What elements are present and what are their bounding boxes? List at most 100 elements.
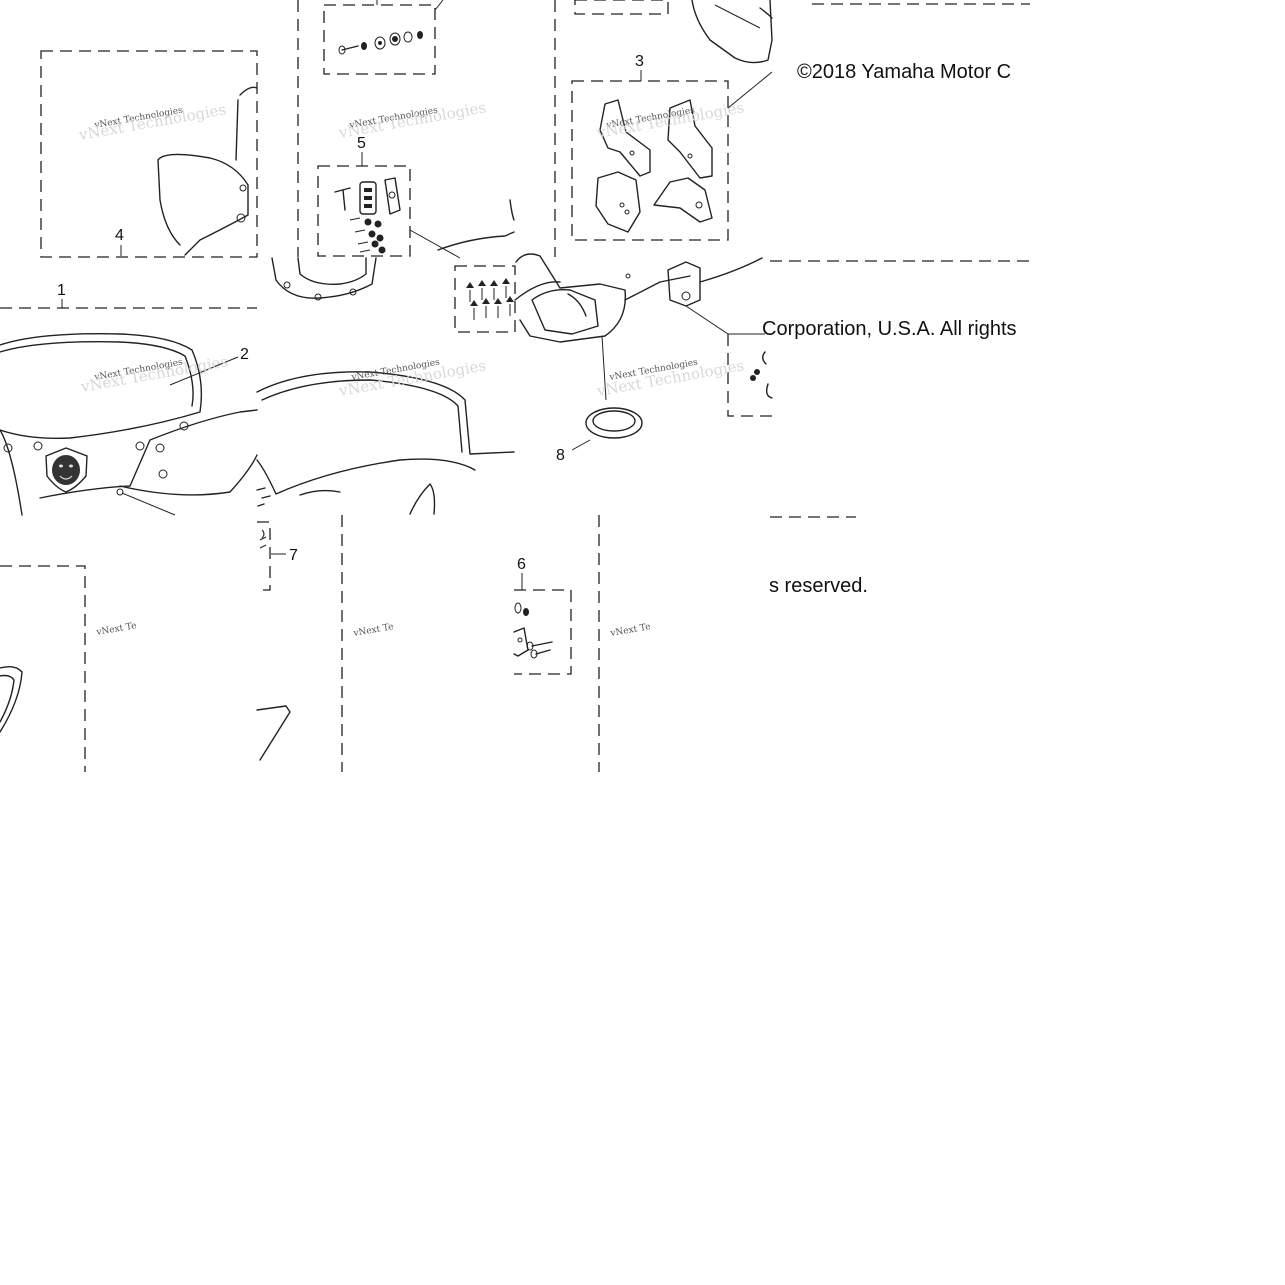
bar <box>699 257 763 283</box>
bracket <box>599 99 651 177</box>
hole <box>158 469 168 479</box>
bar <box>437 231 515 251</box>
guard-part-4 <box>157 153 249 256</box>
rivet <box>754 369 760 375</box>
hole <box>135 441 145 451</box>
kit-box-4 <box>40 50 258 258</box>
kit-box-7 <box>257 521 271 591</box>
rivet <box>750 375 756 381</box>
watermark-big: vNext Technologies <box>79 352 230 396</box>
windshield-part <box>691 0 773 64</box>
hole <box>349 288 357 296</box>
copyright-fragment-a: ©2018 Yamaha Motor C <box>797 61 1011 83</box>
leader-2 <box>169 356 239 386</box>
copyright-tiles: ©2018 Yamaha Motor C Corporation, U.S.A.… <box>762 3 1030 597</box>
callout-5: 5 <box>357 135 366 152</box>
tile-top-left: 4 vNext Technologies vNext Technologies <box>40 50 258 258</box>
bolt-head <box>338 45 346 55</box>
bracket <box>667 99 713 179</box>
copyright-fragment-c: s reserved. <box>769 575 868 597</box>
hole <box>116 488 124 496</box>
windshield <box>0 333 203 439</box>
tile-center-right: 8 vNext Technologies vNext Technologies <box>454 253 773 464</box>
kit-box-edge <box>0 565 86 772</box>
cowl-2 <box>256 458 476 495</box>
hole <box>3 443 13 453</box>
clip <box>762 351 773 399</box>
plate-hole <box>388 191 396 199</box>
guard-frame-inner <box>297 257 367 285</box>
callout-8: 8 <box>556 447 565 464</box>
clip-set <box>256 487 271 507</box>
bracket-detail <box>409 483 436 515</box>
windshield-2 <box>256 371 515 455</box>
washer-hole <box>378 41 382 45</box>
guard-part <box>256 705 291 761</box>
leader <box>409 229 461 259</box>
hole <box>695 201 703 209</box>
kit-box-3 <box>571 80 729 241</box>
cowl-2-detail <box>299 489 341 496</box>
callout-7: 7 <box>289 547 298 564</box>
rivet-set <box>466 278 514 320</box>
clamp-slot <box>364 188 372 192</box>
hole <box>624 209 630 215</box>
copyright-fragment-b: Corporation, U.S.A. All rights <box>762 318 1017 340</box>
leader <box>571 439 591 451</box>
leader <box>727 71 773 109</box>
hole <box>629 150 635 156</box>
tile-top-middle: 5 vNext Technologies vNext Technologies <box>297 0 556 257</box>
bolt-head <box>526 641 534 651</box>
tile-top-right: 3 vNext Technologies vNext Technologies <box>571 0 773 241</box>
guard-frame <box>271 257 377 299</box>
gasket-ring-inner <box>592 410 636 432</box>
washer <box>514 602 522 614</box>
clamp-bracket <box>667 261 701 307</box>
hole <box>314 293 322 301</box>
hole <box>517 637 523 643</box>
hole <box>687 153 693 159</box>
cowl-lower <box>119 454 258 496</box>
watermark-big: vNext Technologies <box>77 100 228 144</box>
callout-2: 2 <box>240 346 249 363</box>
hole <box>283 281 291 289</box>
bracket <box>595 171 641 233</box>
clamp-block <box>359 181 377 215</box>
hole <box>239 184 247 192</box>
tile-frame-lines <box>759 7 773 19</box>
edge-detail <box>759 7 773 19</box>
callout-4: 4 <box>115 227 124 244</box>
washer <box>374 36 386 50</box>
watermark-big: vNext Technologies <box>595 98 746 142</box>
hole <box>155 443 165 453</box>
nut <box>523 608 529 616</box>
leader <box>434 0 444 11</box>
clamp-slot <box>364 204 372 208</box>
guard-part-inner <box>0 674 15 723</box>
guard-part-4-top <box>235 86 258 161</box>
guard-part <box>0 665 23 733</box>
callout-6: 6 <box>517 556 526 573</box>
hole <box>619 202 625 208</box>
kit-box-5 <box>317 165 411 257</box>
hole <box>625 273 631 279</box>
bolt-head <box>530 649 538 659</box>
tile-center: vNext Technologies vNext Technologies <box>256 199 515 515</box>
mount-bar <box>514 275 691 301</box>
windshield-2-inner <box>261 379 463 453</box>
bar-end <box>509 199 515 221</box>
hardware-box <box>323 4 436 75</box>
nut <box>417 31 423 39</box>
clamp-slot <box>364 196 372 200</box>
leader-8 <box>601 335 607 401</box>
leader <box>685 305 765 335</box>
hole <box>33 441 43 451</box>
guard-part-4-inner <box>157 159 181 246</box>
bear-emblem-icon <box>45 447 88 493</box>
watermark: vNext Te <box>609 622 652 639</box>
leader <box>121 492 176 516</box>
kit-box-6 <box>514 589 572 675</box>
rivet-box <box>454 265 516 333</box>
leader <box>714 4 761 29</box>
